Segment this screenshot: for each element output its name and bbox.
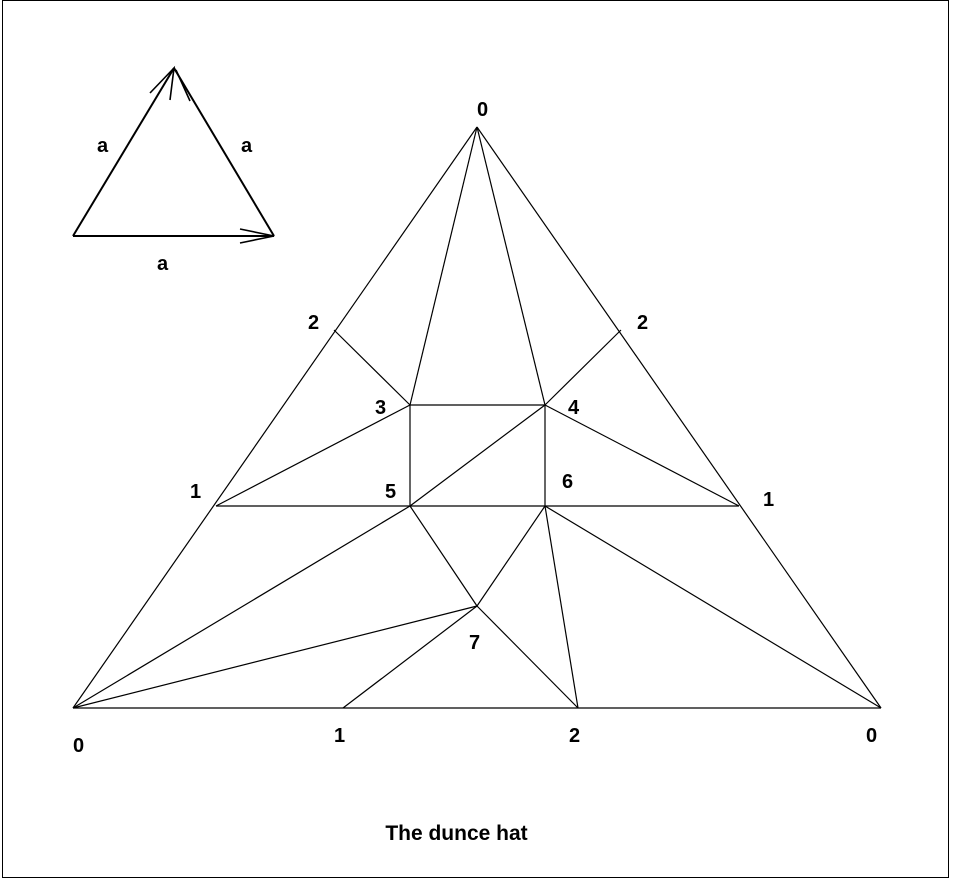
edge-4-5 [409,404,546,507]
edge-5-0 [72,505,411,709]
edge-6-2 [544,505,579,709]
vertex-label-left-2: 2 [308,312,319,334]
edge-5-7 [409,505,478,607]
vertex-label-bottom-1: 1 [334,725,345,747]
edge-7-1 [342,605,478,709]
edge-6-7 [476,505,546,607]
vertex-label-left-1: 1 [190,481,201,503]
legend-arrowhead-right [175,69,191,102]
vertex-label-inner-6: 6 [562,471,573,493]
vertex-label-right-2: 2 [637,312,648,334]
outer-edge-right [476,126,882,709]
vertex-label-right-1: 1 [763,489,774,511]
legend-triangle [72,65,275,244]
vertex-label-bottom-left: 0 [73,735,84,757]
vertex-label-bottom-2: 2 [569,725,580,747]
outer-edge-left [72,126,478,709]
triangulation [72,126,882,709]
edge-2-3 [333,329,411,406]
legend-arrowhead-left [149,65,176,101]
legend-edge-right [173,67,275,237]
edge-6-0 [544,505,882,709]
edge-4-1 [544,404,740,507]
legend-edge-left [72,67,175,237]
legend-label-left: a [97,135,109,157]
vertex-label-top: 0 [477,99,488,121]
edge-2-4 [544,329,622,406]
vertex-label-inner-4: 4 [568,397,580,419]
edge-7-2 [476,605,579,709]
edge-1-3 [215,404,411,507]
vertex-label-inner-7: 7 [469,632,480,654]
vertex-label-bottom-right: 0 [866,725,877,747]
legend-arrowhead-bottom [239,228,275,244]
figure-caption: The dunce hat [385,822,528,845]
edge-0-4 [476,126,546,406]
edge-0-3 [409,126,478,406]
edge-7-0 [72,605,478,709]
vertex-label-inner-5: 5 [385,481,396,503]
legend-label-right: a [241,135,253,157]
legend-label-bottom: a [157,253,169,275]
vertex-label-inner-3: 3 [375,397,386,419]
